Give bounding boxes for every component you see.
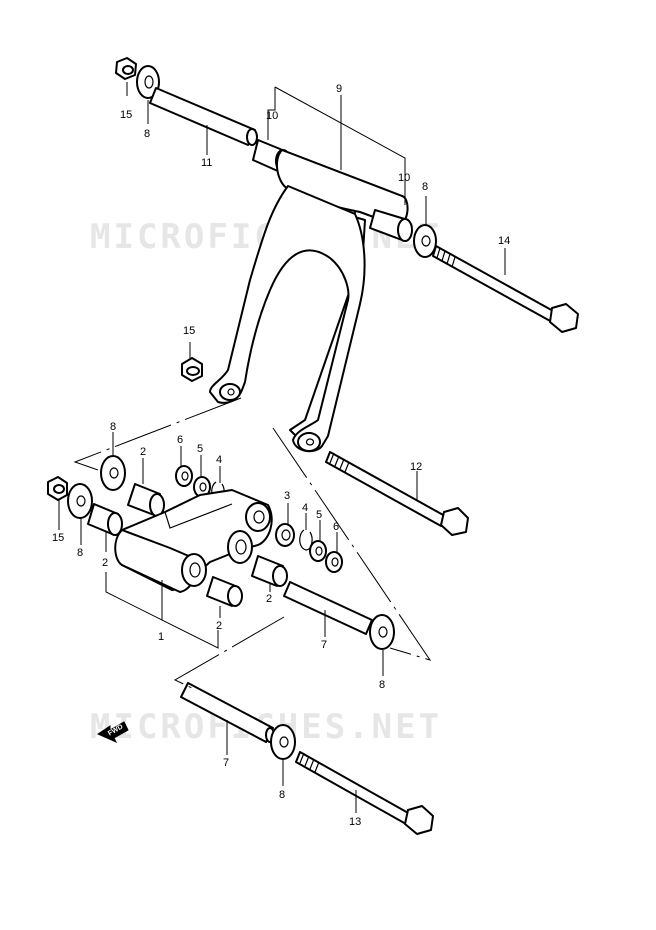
- callout-15-lower: 15: [52, 532, 64, 544]
- bushing-3: [275, 523, 295, 547]
- seal-5-b: [309, 540, 327, 562]
- washer-8-top-left: [136, 65, 160, 99]
- bolt-12: [325, 451, 469, 536]
- callout-2-b: 2: [102, 557, 108, 569]
- callout-7-upper: 7: [321, 639, 327, 651]
- nut-15-top: [115, 57, 137, 80]
- bushing-2-c: [206, 576, 243, 607]
- callout-10-left: 10: [266, 110, 278, 122]
- shaft-7-upper: [283, 581, 373, 635]
- callout-3: 3: [284, 490, 290, 502]
- callout-6-b: 6: [333, 521, 339, 533]
- washer-8-middle: [100, 455, 126, 491]
- seal-6-b: [325, 551, 343, 573]
- bushing-10-right: [369, 209, 413, 242]
- body-1: [114, 489, 273, 593]
- callout-14: 14: [498, 235, 510, 247]
- callout-4-a: 4: [216, 454, 222, 466]
- callout-7-lower: 7: [223, 757, 229, 769]
- callout-2-a: 2: [140, 446, 146, 458]
- callout-1: 1: [158, 631, 164, 643]
- callout-6-a: 6: [177, 434, 183, 446]
- callout-5-b: 5: [316, 509, 322, 521]
- ring-4-b: [299, 529, 313, 551]
- washer-8-top-right: [413, 224, 437, 258]
- nut-15-middle: [181, 357, 203, 382]
- callout-15-middle: 15: [183, 325, 195, 337]
- callout-13: 13: [349, 816, 361, 828]
- alignment-lines: [73, 397, 432, 689]
- callout-8-middle: 8: [110, 421, 116, 433]
- callout-10-right: 10: [398, 172, 410, 184]
- callout-8-bottom: 8: [279, 789, 285, 801]
- bolt-14: [432, 245, 579, 333]
- callout-9: 9: [336, 83, 342, 95]
- nut-15-lower: [47, 476, 68, 501]
- callout-5-a: 5: [197, 443, 203, 455]
- bushing-2-d: [251, 555, 288, 587]
- callout-8-lower-left: 8: [77, 547, 83, 559]
- callout-8-top-right: 8: [422, 181, 428, 193]
- bolt-13: [295, 751, 434, 835]
- bushing-2-b: [87, 503, 123, 536]
- bushing-2-a: [127, 483, 165, 517]
- callout-12: 12: [410, 461, 422, 473]
- arm-9: [209, 149, 409, 453]
- callout-4-b: 4: [302, 502, 308, 514]
- leader-lines: [58, 82, 506, 813]
- seal-6-a: [175, 465, 193, 487]
- washer-8-bottom: [270, 724, 296, 760]
- callout-11: 11: [201, 157, 212, 169]
- callout-2-c: 2: [216, 620, 222, 632]
- callout-2-d: 2: [266, 593, 272, 605]
- shaft-11: [149, 87, 258, 146]
- callout-8-lower-right: 8: [379, 679, 385, 691]
- washer-8-lower-left: [67, 483, 93, 519]
- washer-8-lower-right: [369, 614, 395, 650]
- callout-15-top: 15: [120, 109, 132, 121]
- callout-numbers: 15 8 11 10 9 10 8 14 15 12 8 2 6 5 4 3 4…: [52, 83, 510, 828]
- callout-8-top-left: 8: [144, 128, 150, 140]
